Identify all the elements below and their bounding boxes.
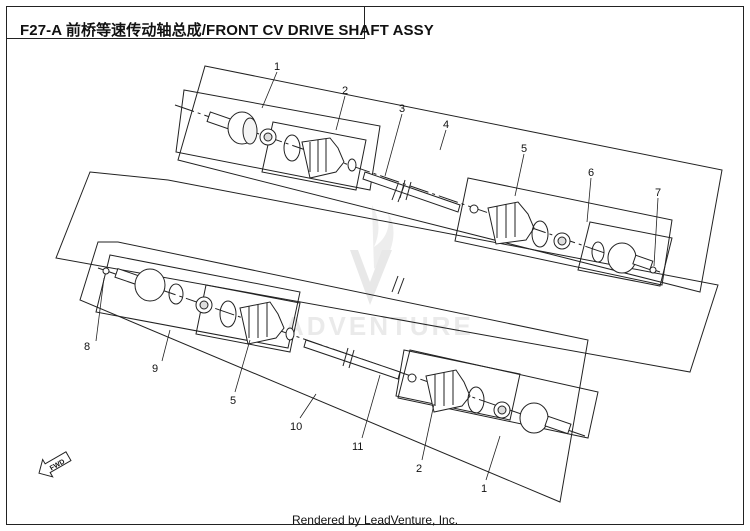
cv-boot-outer (487, 201, 535, 245)
break-marks (391, 183, 405, 295)
box-inner-joint-bottom (95, 254, 301, 349)
title-box: F27-A 前桥等速传动轴总成/FRONT CV DRIVE SHAFT ASS… (6, 6, 434, 39)
box-outer-joint-bottom (397, 349, 599, 439)
boot-clamp-large (283, 134, 301, 162)
cv-boot-bottom-outer (425, 369, 471, 413)
axle-shaft-top (362, 171, 461, 213)
outer-frame-long (55, 171, 719, 373)
box-inner-joint-top (175, 89, 381, 191)
callout-3: 3 (399, 103, 405, 115)
snap-ring-top (649, 266, 657, 274)
callout-5-top: 5 (521, 143, 527, 155)
callout-10: 10 (290, 421, 302, 433)
page-title: F27-A 前桥等速传动轴总成/FRONT CV DRIVE SHAFT ASS… (20, 22, 434, 39)
callout-9: 9 (152, 363, 158, 375)
boot-clamp-small-outer (469, 204, 479, 214)
boot-clamp-bottom (219, 300, 237, 328)
outer-frame-lower (79, 241, 589, 503)
assembly-frames (55, 65, 723, 503)
outer-spline-stub-bottom (544, 415, 572, 435)
footer-credit: Rendered by LeadVenture, Inc. (291, 513, 459, 527)
callout-6: 6 (588, 167, 594, 179)
callout-8: 8 (84, 341, 90, 353)
boot-clamp-small-bottom-outer (407, 373, 417, 383)
boot-clamp-small-bottom (285, 327, 295, 341)
circlip-outer (591, 241, 605, 263)
boot-clamp-large-outer (531, 220, 549, 248)
callout-1-bottom: 1 (481, 483, 487, 495)
box-boot-bottom (195, 284, 301, 353)
snap-ring-bottom (102, 267, 110, 275)
boot-clamp-large-bottom-outer (467, 386, 485, 414)
callout-11: 11 (352, 441, 363, 453)
outer-spline-stub (632, 254, 654, 271)
outer-joint-housing (607, 242, 637, 274)
circlip-bottom (168, 283, 184, 305)
callout-2-top: 2 (342, 85, 348, 97)
leader-lines (95, 71, 659, 481)
axle-shaft-bottom (303, 339, 401, 380)
fwd-arrow-icon: FWD (38, 451, 72, 478)
cv-boot-inner (301, 137, 345, 179)
outer-frame-upper (177, 65, 723, 293)
callout-4: 4 (443, 119, 449, 131)
page-border (6, 6, 744, 525)
callout-2-bottom: 2 (416, 463, 422, 475)
callout-7: 7 (655, 187, 661, 199)
callout-1-top: 1 (274, 61, 280, 73)
boot-clamp-small (347, 158, 357, 172)
watermark-logo: ADVENTURE (285, 205, 474, 341)
box-boot-outer-bottom (395, 349, 521, 421)
shaft-assembly-top (174, 104, 661, 274)
box-outer-joint-top (454, 177, 673, 286)
callout-5-bottom: 5 (230, 395, 236, 407)
box-outboard-top (577, 221, 673, 287)
cv-boot-bottom (239, 301, 285, 345)
inner-joint-housing-bottom (134, 268, 166, 302)
watermark-text: ADVENTURE (285, 311, 474, 341)
shaft-assembly-bottom (97, 267, 586, 437)
callout-labels: 1 2 3 4 5 6 7 8 9 5 10 11 2 1 (84, 61, 661, 495)
box-boot-top (261, 121, 367, 191)
outer-joint-housing-bottom (519, 402, 549, 434)
